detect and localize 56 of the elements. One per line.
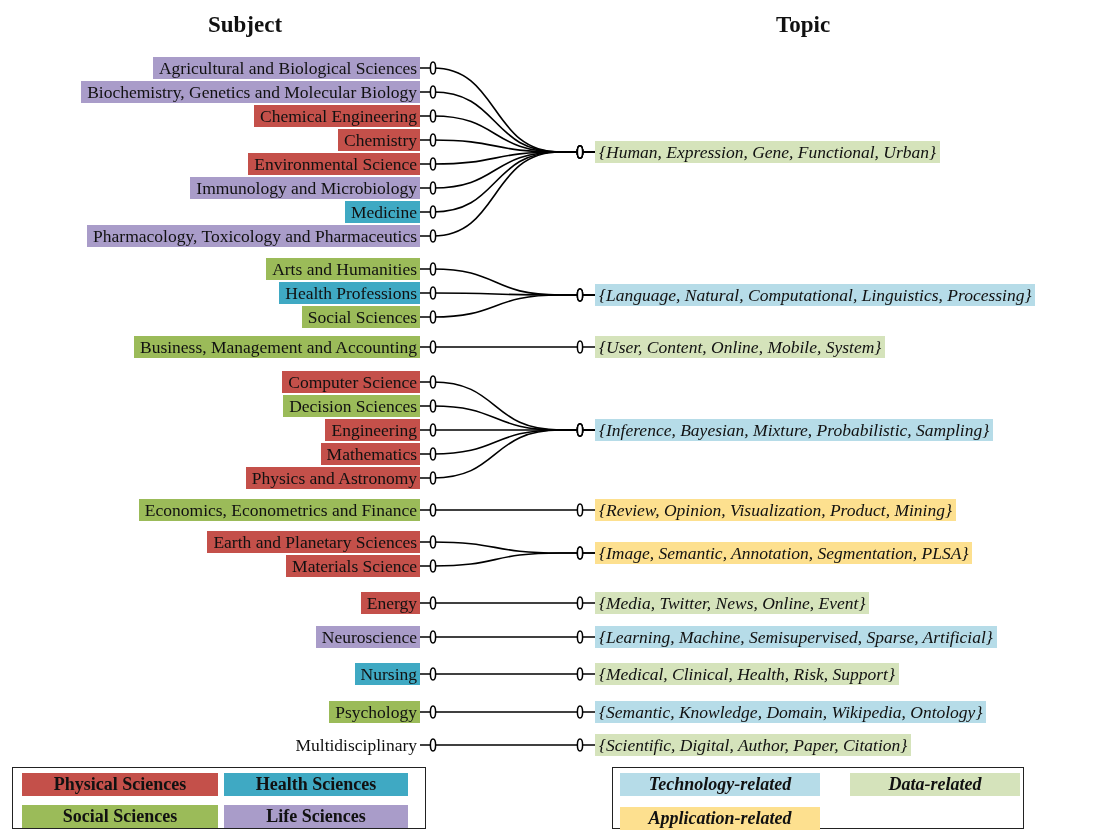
connector-line [419,503,596,517]
connector-line [419,630,596,644]
connector-line [419,340,596,354]
subject-label: Arts and Humanities [266,258,420,280]
topic-label: {Learning, Machine, Semisupervised, Sparse, Artificial} [595,626,997,648]
subject-label: Immunology and Microbiology [190,177,420,199]
topic-label: {Scientific, Digital, Author, Paper, Citation} [595,734,912,756]
subject-label: Earth and Planetary Sciences [207,531,420,553]
subject-label: Environmental Science [248,153,420,175]
connector-line [419,705,596,719]
connector-line [419,288,596,324]
subject-label: Social Sciences [301,306,420,328]
topic-label: {Media, Twitter, News, Online, Event} [595,592,870,614]
subject-label: Chemical Engineering [254,105,420,127]
connector-line [419,145,596,243]
connector-line [419,546,596,573]
legend-text: Data-related [888,774,982,794]
subject-label: Business, Management and Accounting [133,336,420,358]
subject-label: Agricultural and Biological Sciences [152,57,420,79]
legend-text: Application-related [648,808,792,828]
subject-label: Engineering [325,419,420,441]
subject-label: Medicine [344,201,420,223]
topic-label: {Image, Semantic, Annotation, Segmentation, PLSA} [595,542,973,564]
subject-label: Pharmacology, Toxicology and Pharmaceutics [87,225,420,247]
legend-text: Life Sciences [266,806,366,826]
subject-label: Neuroscience [315,626,420,648]
subject-label: Decision Sciences [283,395,420,417]
column-heading: Subject [208,12,283,38]
connector-line [419,423,596,485]
subject-label: Mathematics [320,443,420,465]
subject-label: Economics, Econometrics and Finance [138,499,420,521]
subject-label: Energy [360,592,420,614]
topic-label: {Review, Opinion, Visualization, Product, Mining} [595,499,956,521]
subject-label: Nursing [354,663,420,685]
subject-label: Health Professions [279,282,420,304]
topic-label: {User, Content, Online, Mobile, System} [595,336,886,358]
legend-text: Social Sciences [62,806,178,826]
legend-text: Technology-related [648,774,792,794]
legend-text: Physical Sciences [53,774,187,794]
connector-line [419,738,596,752]
connector-line [419,667,596,681]
subject-label: Chemistry [338,129,420,151]
subject-label: Computer Science [282,371,420,393]
column-heading: Topic [776,12,831,38]
subject-label: Biochemistry, Genetics and Molecular Biology [81,81,420,103]
topic-label: {Inference, Bayesian, Mixture, Probabilistic, Sampling} [595,419,994,441]
subject-text: Multidisciplinary [289,734,420,756]
topic-label: {Semantic, Knowledge, Domain, Wikipedia, Ontology} [595,701,987,723]
topic-label: {Language, Natural, Computational, Linguistics, Processing} [595,284,1036,306]
connector-line [419,596,596,610]
topic-label: {Human, Expression, Gene, Functional, Urban} [595,141,941,163]
subject-label: Psychology [329,701,420,723]
subject-label: Physics and Astronomy [245,467,420,489]
subject-label: Materials Science [286,555,420,577]
topic-label: {Medical, Clinical, Health, Risk, Support} [595,663,899,685]
legend-text: Health Sciences [255,774,377,794]
